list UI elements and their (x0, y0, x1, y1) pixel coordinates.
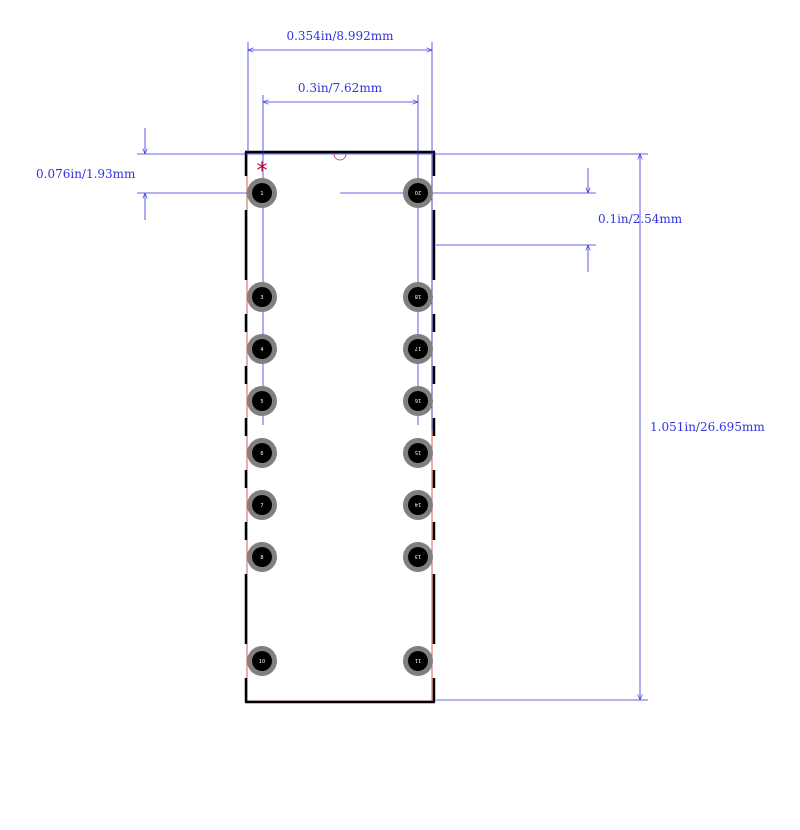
pad-label: 20 (415, 189, 421, 195)
pad-hole (252, 547, 272, 567)
dim-pin-pitch: 0.1in/2.54mm (598, 212, 683, 226)
pad-hole (252, 183, 272, 203)
pad-hole (408, 339, 428, 359)
pad-label: 3 (260, 295, 263, 301)
pad-hole (408, 651, 428, 671)
courtyard-outline (246, 152, 433, 702)
pad-hole (408, 547, 428, 567)
pad-hole (408, 443, 428, 463)
pad-left-7: 7 (247, 490, 277, 520)
pad-hole (252, 391, 272, 411)
pad-right-18: 18 (403, 282, 433, 312)
pad-left-5: 5 (247, 386, 277, 416)
pad-label: 17 (415, 345, 421, 351)
pad-hole (252, 651, 272, 671)
pad-hole (408, 391, 428, 411)
pad-right-11: 11 (403, 646, 433, 676)
dim-overall-width: 0.354in/8.992mm (286, 29, 394, 43)
pad-right-13: 13 (403, 542, 433, 572)
pad-label: 11 (415, 657, 421, 663)
pad-hole (252, 495, 272, 515)
pad-hole (252, 443, 272, 463)
pad-label: 18 (415, 293, 421, 299)
pad-left-10: 10 (247, 646, 277, 676)
pad-hole (408, 183, 428, 203)
pad-label: 7 (260, 503, 263, 509)
pad-hole (408, 495, 428, 515)
pad-left-4: 4 (247, 334, 277, 364)
pad-right-17: 17 (403, 334, 433, 364)
body-side-segments (244, 152, 436, 702)
pad-label: 10 (259, 659, 265, 665)
pad-label: 13 (415, 553, 421, 559)
pad-left-6: 6 (247, 438, 277, 468)
dim-top-offset: 0.076in/1.93mm (36, 167, 136, 181)
pad-left-3: 3 (247, 282, 277, 312)
pad-label: 6 (260, 451, 263, 457)
pin1-marker: * (257, 159, 268, 184)
pad-label: 15 (415, 449, 421, 455)
pad-right-14: 14 (403, 490, 433, 520)
body-outline (245, 150, 435, 704)
dimension-lines (137, 42, 648, 701)
pad-right-20: 20 (403, 178, 433, 208)
pad-hole (252, 339, 272, 359)
pin1-notch (333, 153, 347, 161)
pad-label: 5 (260, 399, 263, 405)
pad-hole (408, 287, 428, 307)
pad-label: 16 (415, 397, 421, 403)
pad-left-1: 1 (247, 178, 277, 208)
pad-left-8: 8 (247, 542, 277, 572)
pad-right-16: 16 (403, 386, 433, 416)
pad-label: 8 (260, 555, 263, 561)
pad-label: 1 (260, 191, 263, 197)
pad-label: 4 (260, 347, 263, 353)
pad-hole (252, 287, 272, 307)
dim-row-spacing: 0.3in/7.62mm (298, 81, 383, 95)
pad-label: 14 (415, 501, 421, 507)
dim-overall-length: 1.051in/26.695mm (650, 420, 765, 434)
pad-right-15: 15 (403, 438, 433, 468)
